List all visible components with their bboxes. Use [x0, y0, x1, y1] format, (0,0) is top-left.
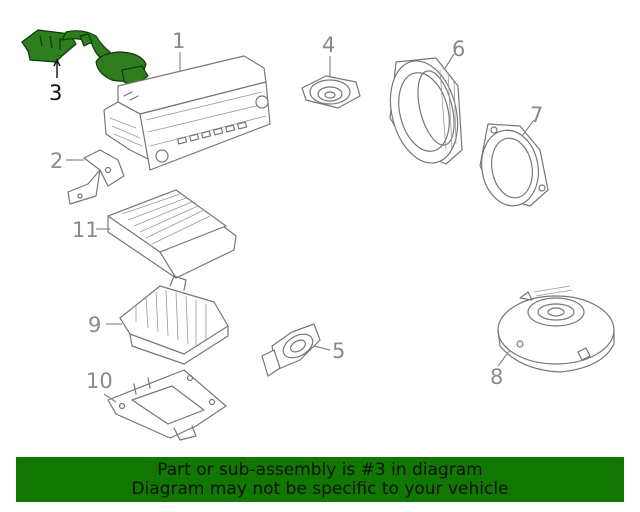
callout-9[interactable]: 9	[88, 313, 101, 337]
banner-line-2: Diagram may not be specific to your vehi…	[131, 479, 509, 499]
leader-6	[443, 53, 455, 71]
callout-10[interactable]: 10	[86, 369, 113, 393]
part-3-wiring-harness[interactable]	[21, 29, 149, 93]
callout-6[interactable]: 6	[452, 37, 465, 61]
part-8-subwoofer[interactable]	[497, 285, 615, 373]
callout-8[interactable]: 8	[490, 365, 503, 389]
callout-1[interactable]: 1	[172, 29, 185, 53]
callout-11[interactable]: 11	[72, 218, 99, 242]
part-4-tweeter[interactable]	[301, 75, 361, 109]
part-1-head-unit[interactable]	[103, 55, 271, 171]
leader-7	[521, 119, 535, 137]
leader-8	[497, 349, 511, 367]
part-10-mounting-bracket[interactable]	[107, 369, 227, 441]
leader-10	[103, 393, 117, 403]
part-9-control-module[interactable]	[119, 275, 229, 365]
notice-banner: Part or sub-assembly is #3 in diagram Di…	[16, 457, 624, 502]
callout-7[interactable]: 7	[530, 103, 543, 127]
part-2-bracket[interactable]	[67, 149, 125, 205]
leader-5	[313, 345, 331, 351]
part-5-sensor[interactable]	[261, 323, 321, 377]
part-6-door-speaker[interactable]	[380, 54, 467, 170]
part-7-mid-speaker[interactable]	[476, 123, 549, 210]
callout-4[interactable]: 4	[322, 33, 335, 57]
banner-line-1: Part or sub-assembly is #3 in diagram	[157, 460, 483, 480]
part-11-amplifier[interactable]	[107, 189, 237, 279]
callout-2[interactable]: 2	[50, 149, 63, 173]
callout-3[interactable]: 3	[49, 81, 62, 105]
callout-5[interactable]: 5	[332, 339, 345, 363]
leader-3-arrow	[53, 58, 61, 67]
